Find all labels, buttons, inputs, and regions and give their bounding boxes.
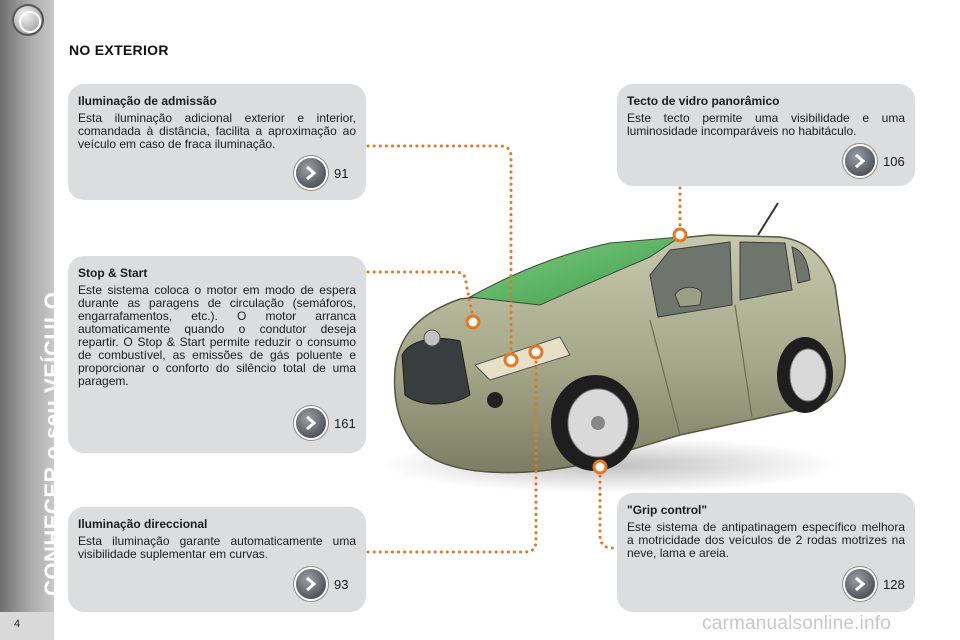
page-reference[interactable]: 128 — [845, 569, 905, 599]
box-body: Este sistema de antipatinagem específico… — [627, 520, 905, 560]
page-ref-number: 93 — [334, 576, 349, 592]
car-foglight — [487, 392, 503, 408]
page-ref-number: 161 — [334, 415, 356, 431]
leader-iluminacao-direccional — [366, 354, 538, 554]
box-title: Iluminação de admissão — [78, 94, 217, 108]
marker-stop-start — [465, 314, 481, 330]
chevron-right-icon — [296, 158, 326, 188]
box-title: Tecto de vidro panorâmico — [627, 94, 780, 108]
page-number-box — [0, 612, 54, 640]
page-ref-number: 91 — [334, 165, 349, 181]
chevron-right-icon — [845, 146, 875, 176]
car-illustration — [380, 202, 846, 493]
marker-tecto-vidro — [672, 227, 688, 243]
car-door-line — [649, 304, 753, 436]
info-box-tecto-vidro: Tecto de vidro panorâmico Este tecto per… — [617, 84, 915, 186]
box-body: Esta iluminação garante automaticamente … — [78, 534, 356, 561]
brand-circle-icon — [12, 4, 44, 36]
car-badge — [423, 329, 441, 347]
marker-iluminacao-direccional — [528, 344, 544, 360]
car-mirror — [674, 286, 703, 308]
page-reference[interactable]: 106 — [845, 146, 905, 176]
page-title: NO EXTERIOR — [69, 42, 169, 58]
page-reference[interactable]: 161 — [296, 408, 356, 438]
watermark: carmanualsonline.info — [702, 613, 892, 634]
car-grille — [401, 338, 471, 405]
marker-iluminacao-admissao — [503, 352, 519, 368]
car-side-window-front — [649, 241, 733, 318]
box-title: Iluminação direccional — [78, 517, 208, 531]
info-box-iluminacao-direccional: Iluminação direccional Esta iluminação g… — [68, 507, 366, 612]
leader-iluminacao-admissao — [366, 144, 513, 357]
car-rear-wheel — [777, 337, 833, 413]
info-box-grip-control: "Grip control" Este sistema de antipatin… — [617, 493, 915, 612]
chevron-right-icon — [845, 569, 875, 599]
marker-grip-control — [592, 459, 608, 475]
box-body: Este tecto permite uma visibilidade e um… — [627, 111, 905, 138]
box-body: Esta iluminação adicional exterior e int… — [78, 111, 356, 151]
page-reference[interactable]: 93 — [296, 569, 348, 599]
car-antenna — [757, 202, 779, 236]
info-box-stop-start: Stop & Start Este sistema coloca o motor… — [68, 256, 366, 453]
chevron-right-icon — [296, 408, 326, 438]
leader-stop-start — [366, 270, 475, 320]
page-ref-number: 106 — [883, 153, 905, 169]
page-number: 4 — [14, 618, 21, 630]
leader-grip-control — [598, 468, 618, 550]
car-quarter-window — [791, 246, 811, 284]
car-side-window-rear — [739, 241, 793, 301]
page-ref-number: 128 — [883, 576, 905, 592]
box-body: Este sistema coloca o motor em modo de e… — [78, 283, 356, 388]
chevron-right-icon — [296, 569, 326, 599]
page-reference[interactable]: 91 — [296, 158, 348, 188]
info-box-iluminacao-admissao: Iluminação de admissão Esta iluminação a… — [68, 84, 366, 200]
car-front-wheel — [551, 375, 639, 471]
sidebar: CONHECER o seu VEÍCULO — [0, 0, 65, 640]
box-title: "Grip control" — [627, 503, 708, 517]
box-title: Stop & Start — [78, 266, 148, 280]
